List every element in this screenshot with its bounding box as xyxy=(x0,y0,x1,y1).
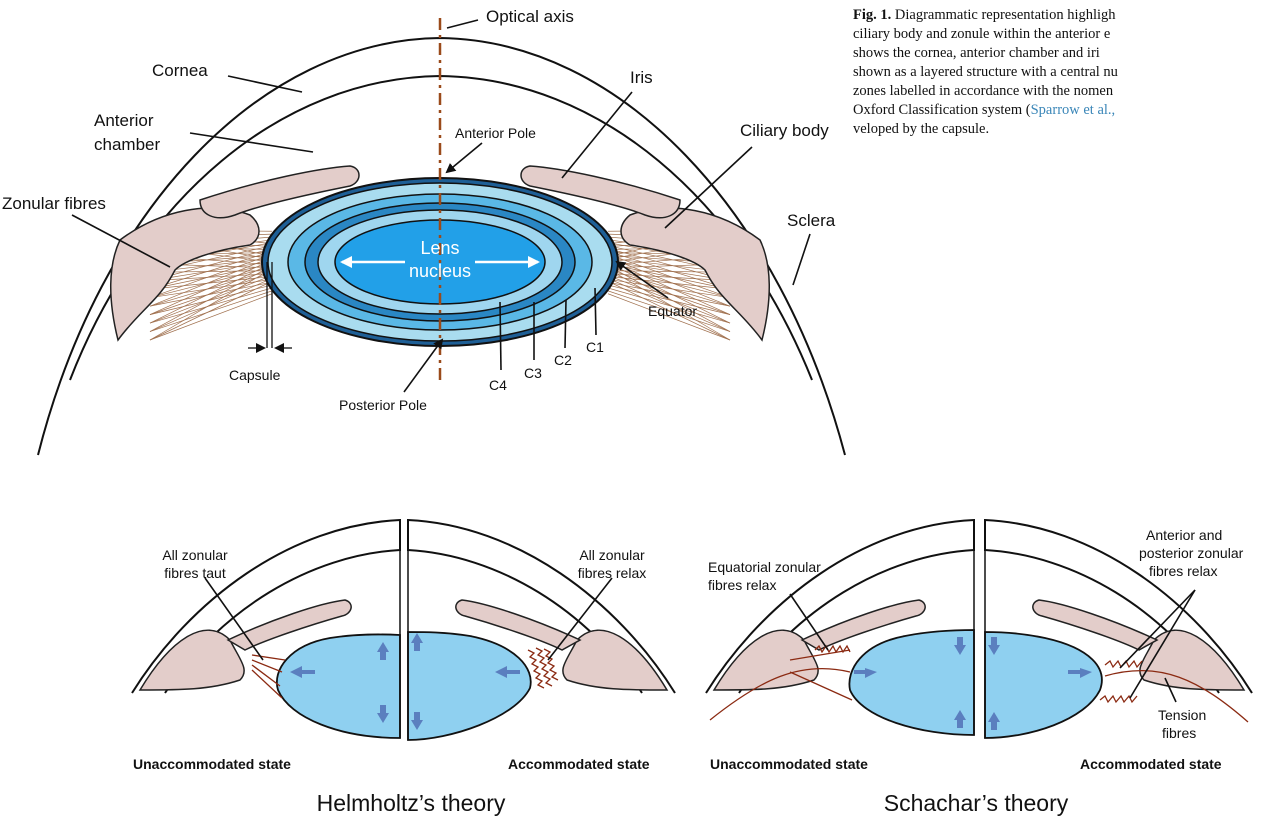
c2-label: C2 xyxy=(554,352,572,368)
caption-line-7: veloped by the capsule. xyxy=(853,120,1271,139)
zonular-fibre xyxy=(150,278,272,331)
c1-leader xyxy=(595,288,596,335)
caption-line-5: zones labelled in accordance with the no… xyxy=(853,82,1271,101)
helmholtz-title: Helmholtz’s theory xyxy=(317,790,506,816)
c4-label: C4 xyxy=(489,377,507,393)
lens-nucleus-label-2: nucleus xyxy=(409,261,471,281)
capsule-label: Capsule xyxy=(229,367,281,383)
schachar-left-state: Unaccommodated state xyxy=(710,756,868,772)
anterior-chamber-label-1: Anterior xyxy=(94,111,154,130)
zonular-fibre xyxy=(150,291,272,332)
c4-leader xyxy=(500,302,501,370)
caption-line-3: shows the cornea, anterior chamber and i… xyxy=(853,44,1271,63)
schachar-left-note-2: fibres relax xyxy=(708,577,776,593)
helmholtz-lens-right xyxy=(408,632,531,740)
c2-leader xyxy=(565,300,566,348)
schachar-right-state: Accommodated state xyxy=(1080,756,1222,772)
sclera-leader xyxy=(793,234,810,285)
anterior-eye-diagram: Lens nucleus Optical axis Cornea Iris An… xyxy=(2,7,845,455)
ciliary-body-label: Ciliary body xyxy=(740,121,829,140)
anterior-pole-leader xyxy=(447,143,482,172)
schachar-unaccommodated: Equatorial zonular fibres relax Unaccomm… xyxy=(706,520,974,772)
tension-fibres-label-1: Tension xyxy=(1158,707,1206,723)
caption-line-4: shown as a layered structure with a cent… xyxy=(853,63,1271,82)
caption-line-1-text: Diagrammatic representation highligh xyxy=(895,7,1116,23)
sclera-label: Sclera xyxy=(787,211,836,230)
tension-fibres-label-2: fibres xyxy=(1162,725,1196,741)
lens-nucleus-label-1: Lens xyxy=(420,238,459,258)
optical-axis-leader xyxy=(447,20,478,28)
anterior-chamber-label-2: chamber xyxy=(94,135,160,154)
anterior-pole-label: Anterior Pole xyxy=(455,125,536,141)
cornea-label: Cornea xyxy=(152,61,208,80)
helmholtz-left-note-1: All zonular xyxy=(162,547,228,563)
helmholtz-left-note-2: fibres taut xyxy=(164,565,226,581)
caption-line-1: Fig. 1. Diagrammatic representation high… xyxy=(853,6,1271,25)
helmholtz-left-state: Unaccommodated state xyxy=(133,756,291,772)
zonular-fibres-label: Zonular fibres xyxy=(2,194,106,213)
caption-line-6-text: Oxford Classification system ( xyxy=(853,102,1031,118)
c3-label: C3 xyxy=(524,365,542,381)
caption-reference-link[interactable]: Sparrow et al., xyxy=(1031,102,1116,118)
schachar-panel: Equatorial zonular fibres relax Unaccomm… xyxy=(706,520,1252,816)
helmholtz-accommodated: All zonular fibres relax Accommodated st… xyxy=(408,520,675,772)
caption-fig-number: Fig. 1. xyxy=(853,7,891,23)
posterior-pole-leader xyxy=(404,340,442,392)
posterior-pole-label: Posterior Pole xyxy=(339,397,427,413)
zonular-fibre xyxy=(150,282,272,306)
helmholtz-right-state: Accommodated state xyxy=(508,756,650,772)
equator-label: Equator xyxy=(648,303,697,319)
zonular-fibre xyxy=(150,281,272,340)
iris-leader xyxy=(562,92,632,178)
schachar-lens-right xyxy=(985,632,1102,738)
caption-line-6: Oxford Classification system (Sparrow et… xyxy=(853,101,1271,120)
helmholtz-panel: All zonular fibres taut Unaccommodated s… xyxy=(132,520,675,816)
zonular-fibre xyxy=(150,285,272,315)
helmholtz-right-note-1: All zonular xyxy=(579,547,645,563)
iris-label: Iris xyxy=(630,68,653,87)
schachar-title: Schachar’s theory xyxy=(884,790,1069,816)
schachar-accommodated: Anterior and posterior zonular fibres re… xyxy=(985,520,1252,772)
schachar-left-note-1: Equatorial zonular xyxy=(708,559,821,575)
schachar-right-note-1: Anterior and xyxy=(1146,527,1222,543)
caption-line-2: ciliary body and zonule within the anter… xyxy=(853,25,1271,44)
helmholtz-unaccommodated: All zonular fibres taut Unaccommodated s… xyxy=(132,520,400,772)
figure-caption: Fig. 1. Diagrammatic representation high… xyxy=(853,6,1271,139)
schachar-right-note-2: posterior zonular xyxy=(1139,545,1244,561)
helmholtz-right-note-2: fibres relax xyxy=(578,565,646,581)
schachar-right-note-3: fibres relax xyxy=(1149,563,1217,579)
optical-axis-label: Optical axis xyxy=(486,7,574,26)
c1-label: C1 xyxy=(586,339,604,355)
